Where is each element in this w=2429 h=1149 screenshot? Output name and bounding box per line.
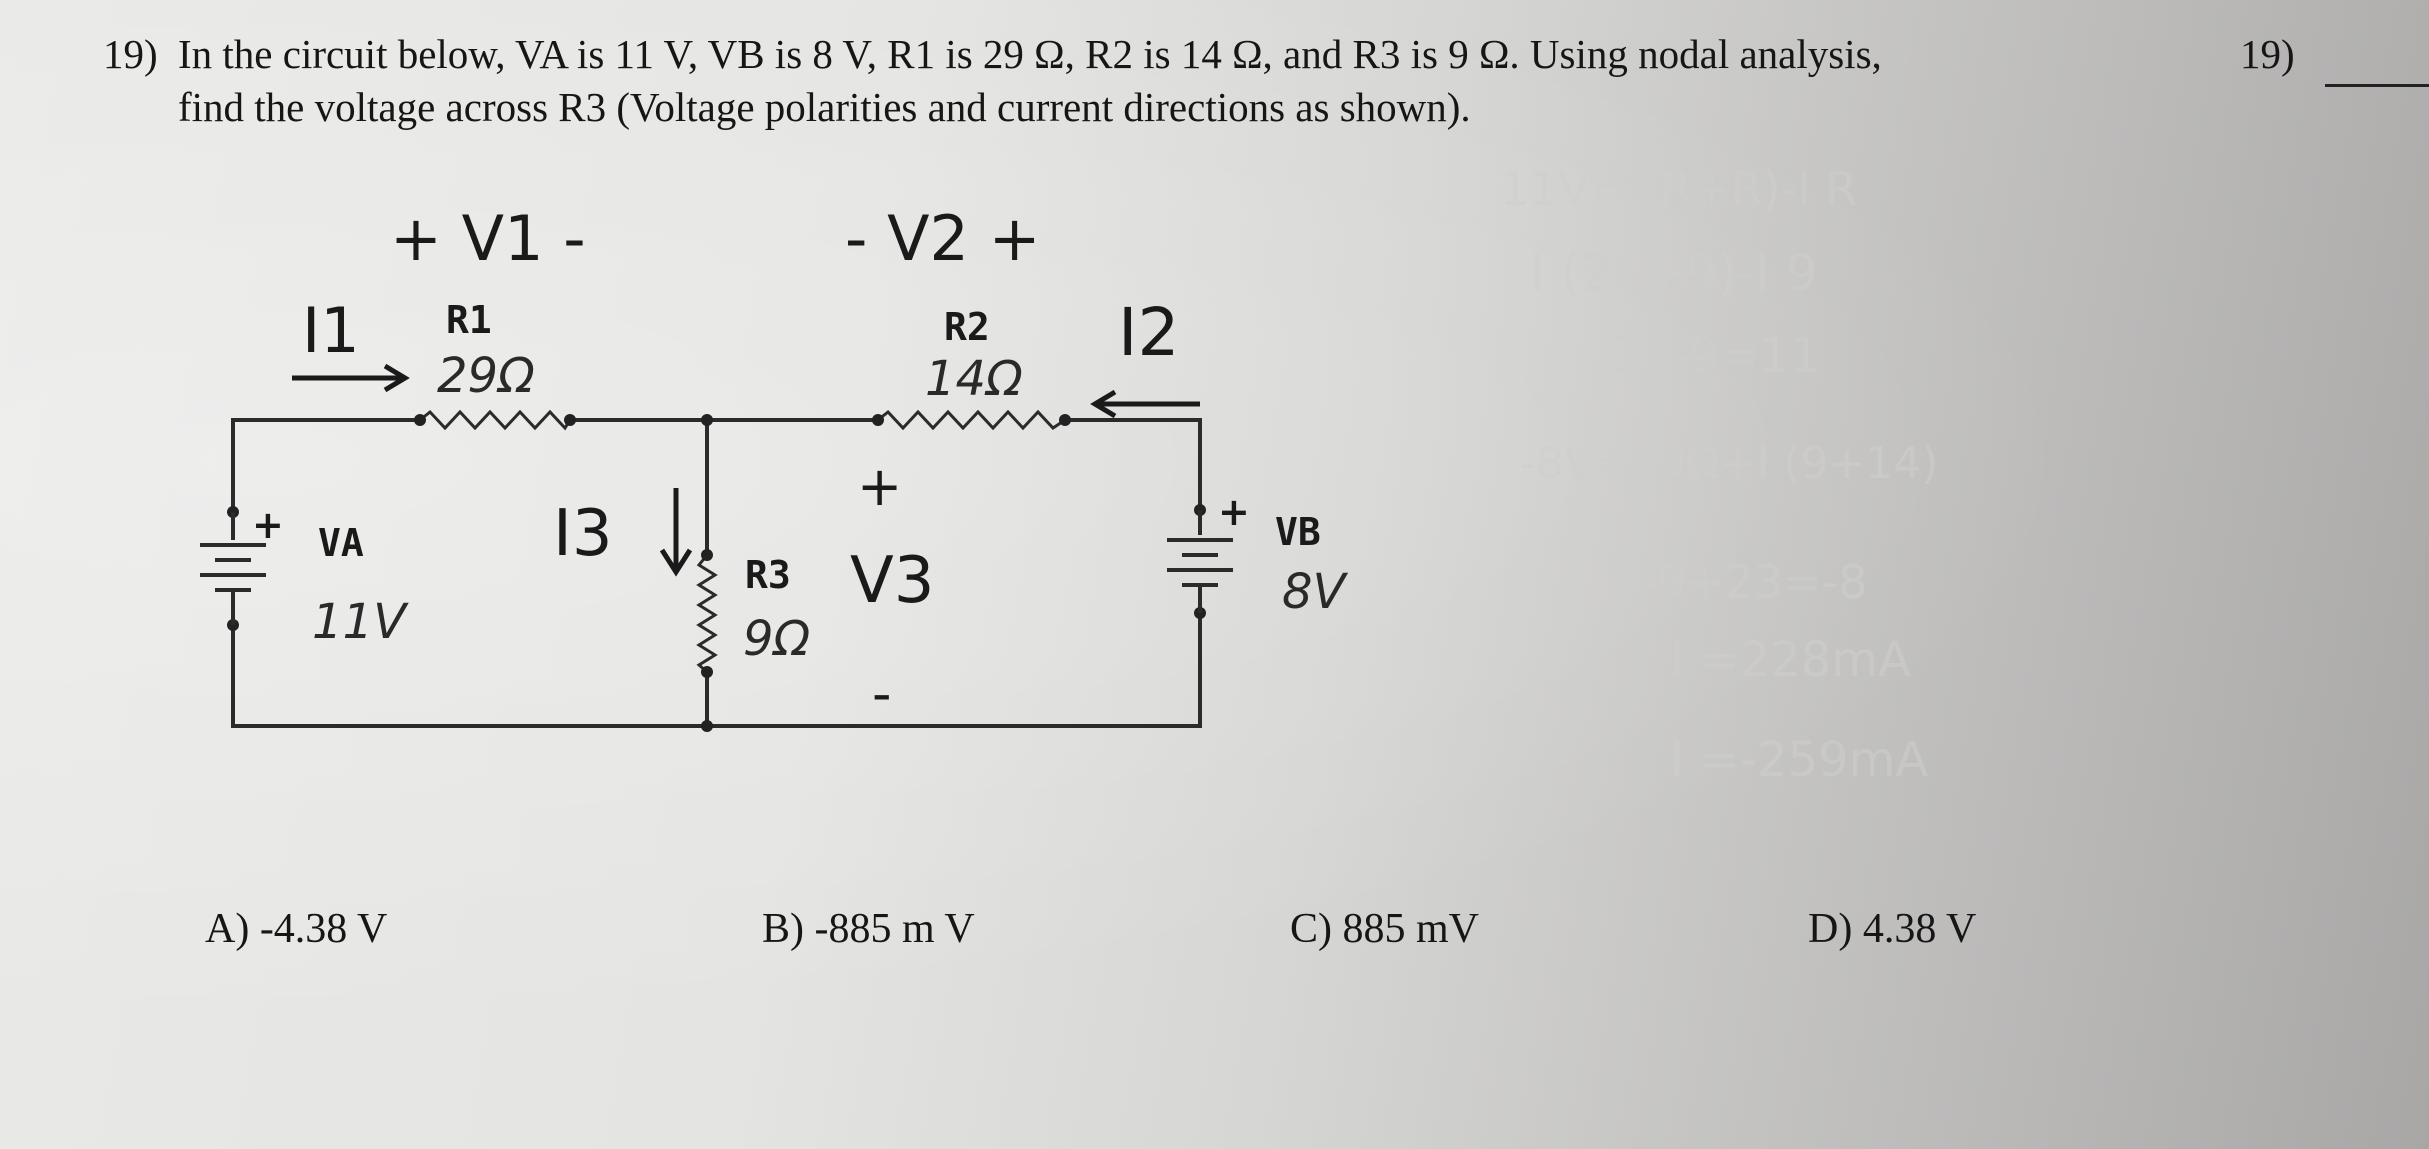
choice-b: B) -885 m V (762, 906, 975, 952)
battery-vb-icon (1167, 510, 1233, 613)
circuit-wires (231, 418, 1202, 728)
v1-polarity-label: + V1 - (390, 202, 586, 275)
vb-label: VB (1275, 510, 1321, 554)
va-label: VA (318, 521, 364, 565)
svg-text:-9+23=-8: -9+23=-8 (1640, 555, 1867, 609)
r1-zigzag (419, 409, 572, 431)
handwritten-r3-value: 9Ω (743, 611, 811, 667)
v3-plus-sign: + (857, 455, 902, 518)
r2-label: R2 (944, 305, 990, 349)
question-text-line2: find the voltage across R3 (Voltage pola… (178, 84, 1471, 130)
junction-dots (227, 414, 1206, 732)
svg-text:11V=I(R+R)-I R: 11V=I(R+R)-I R (1500, 162, 1857, 216)
svg-text:-8V=I 9Ω+I (9+14): -8V=I 9Ω+I (9+14) (1520, 438, 1938, 489)
svg-text:I (29+9)-I 9: I (29+9)-I 9 (1530, 244, 1817, 302)
handwritten-r2-value: 14Ω (925, 351, 1023, 407)
bleed-through-marks: 11V=I(R+R)-I R I (29+9)-I 9 38-9=11 -8V=… (1500, 162, 1938, 788)
question-text-line1: In the circuit below, VA is 11 V, VB is … (178, 31, 1882, 77)
choice-a: A) -4.38 V (205, 906, 388, 952)
current-arrows (292, 363, 1200, 577)
svg-text:38-9=11: 38-9=11 (1610, 328, 1820, 384)
v3-minus-sign: - (872, 662, 892, 725)
answer-blank (2325, 84, 2429, 87)
r1-label: R1 (446, 298, 492, 342)
battery-va-icon (200, 512, 266, 625)
i3-label: I3 (553, 497, 613, 571)
r3-label: R3 (745, 553, 791, 597)
va-plus-sign: + (252, 503, 284, 547)
handwritten-r1-value: 29Ω (437, 348, 535, 404)
v2-polarity-label: - V2 + (845, 202, 1041, 275)
resistors (419, 409, 1066, 674)
handwritten-vb-value: 8V (1282, 564, 1349, 620)
i1-label: I1 (302, 294, 360, 367)
vb-plus-sign: + (1218, 490, 1250, 534)
v3-label: V3 (850, 544, 935, 618)
r3-zigzag (696, 554, 718, 674)
svg-text:I =228mA: I =228mA (1670, 632, 1911, 688)
i2-label: I2 (1118, 294, 1179, 371)
choice-c: C) 885 mV (1290, 906, 1479, 952)
svg-text:I =-259mA: I =-259mA (1670, 732, 1928, 788)
handwritten-va-value: 11V (312, 594, 409, 650)
r2-zigzag (877, 409, 1066, 431)
choice-d: D) 4.38 V (1808, 906, 1977, 952)
question-number: 19) (103, 31, 158, 77)
answer-number: 19) (2240, 31, 2295, 77)
